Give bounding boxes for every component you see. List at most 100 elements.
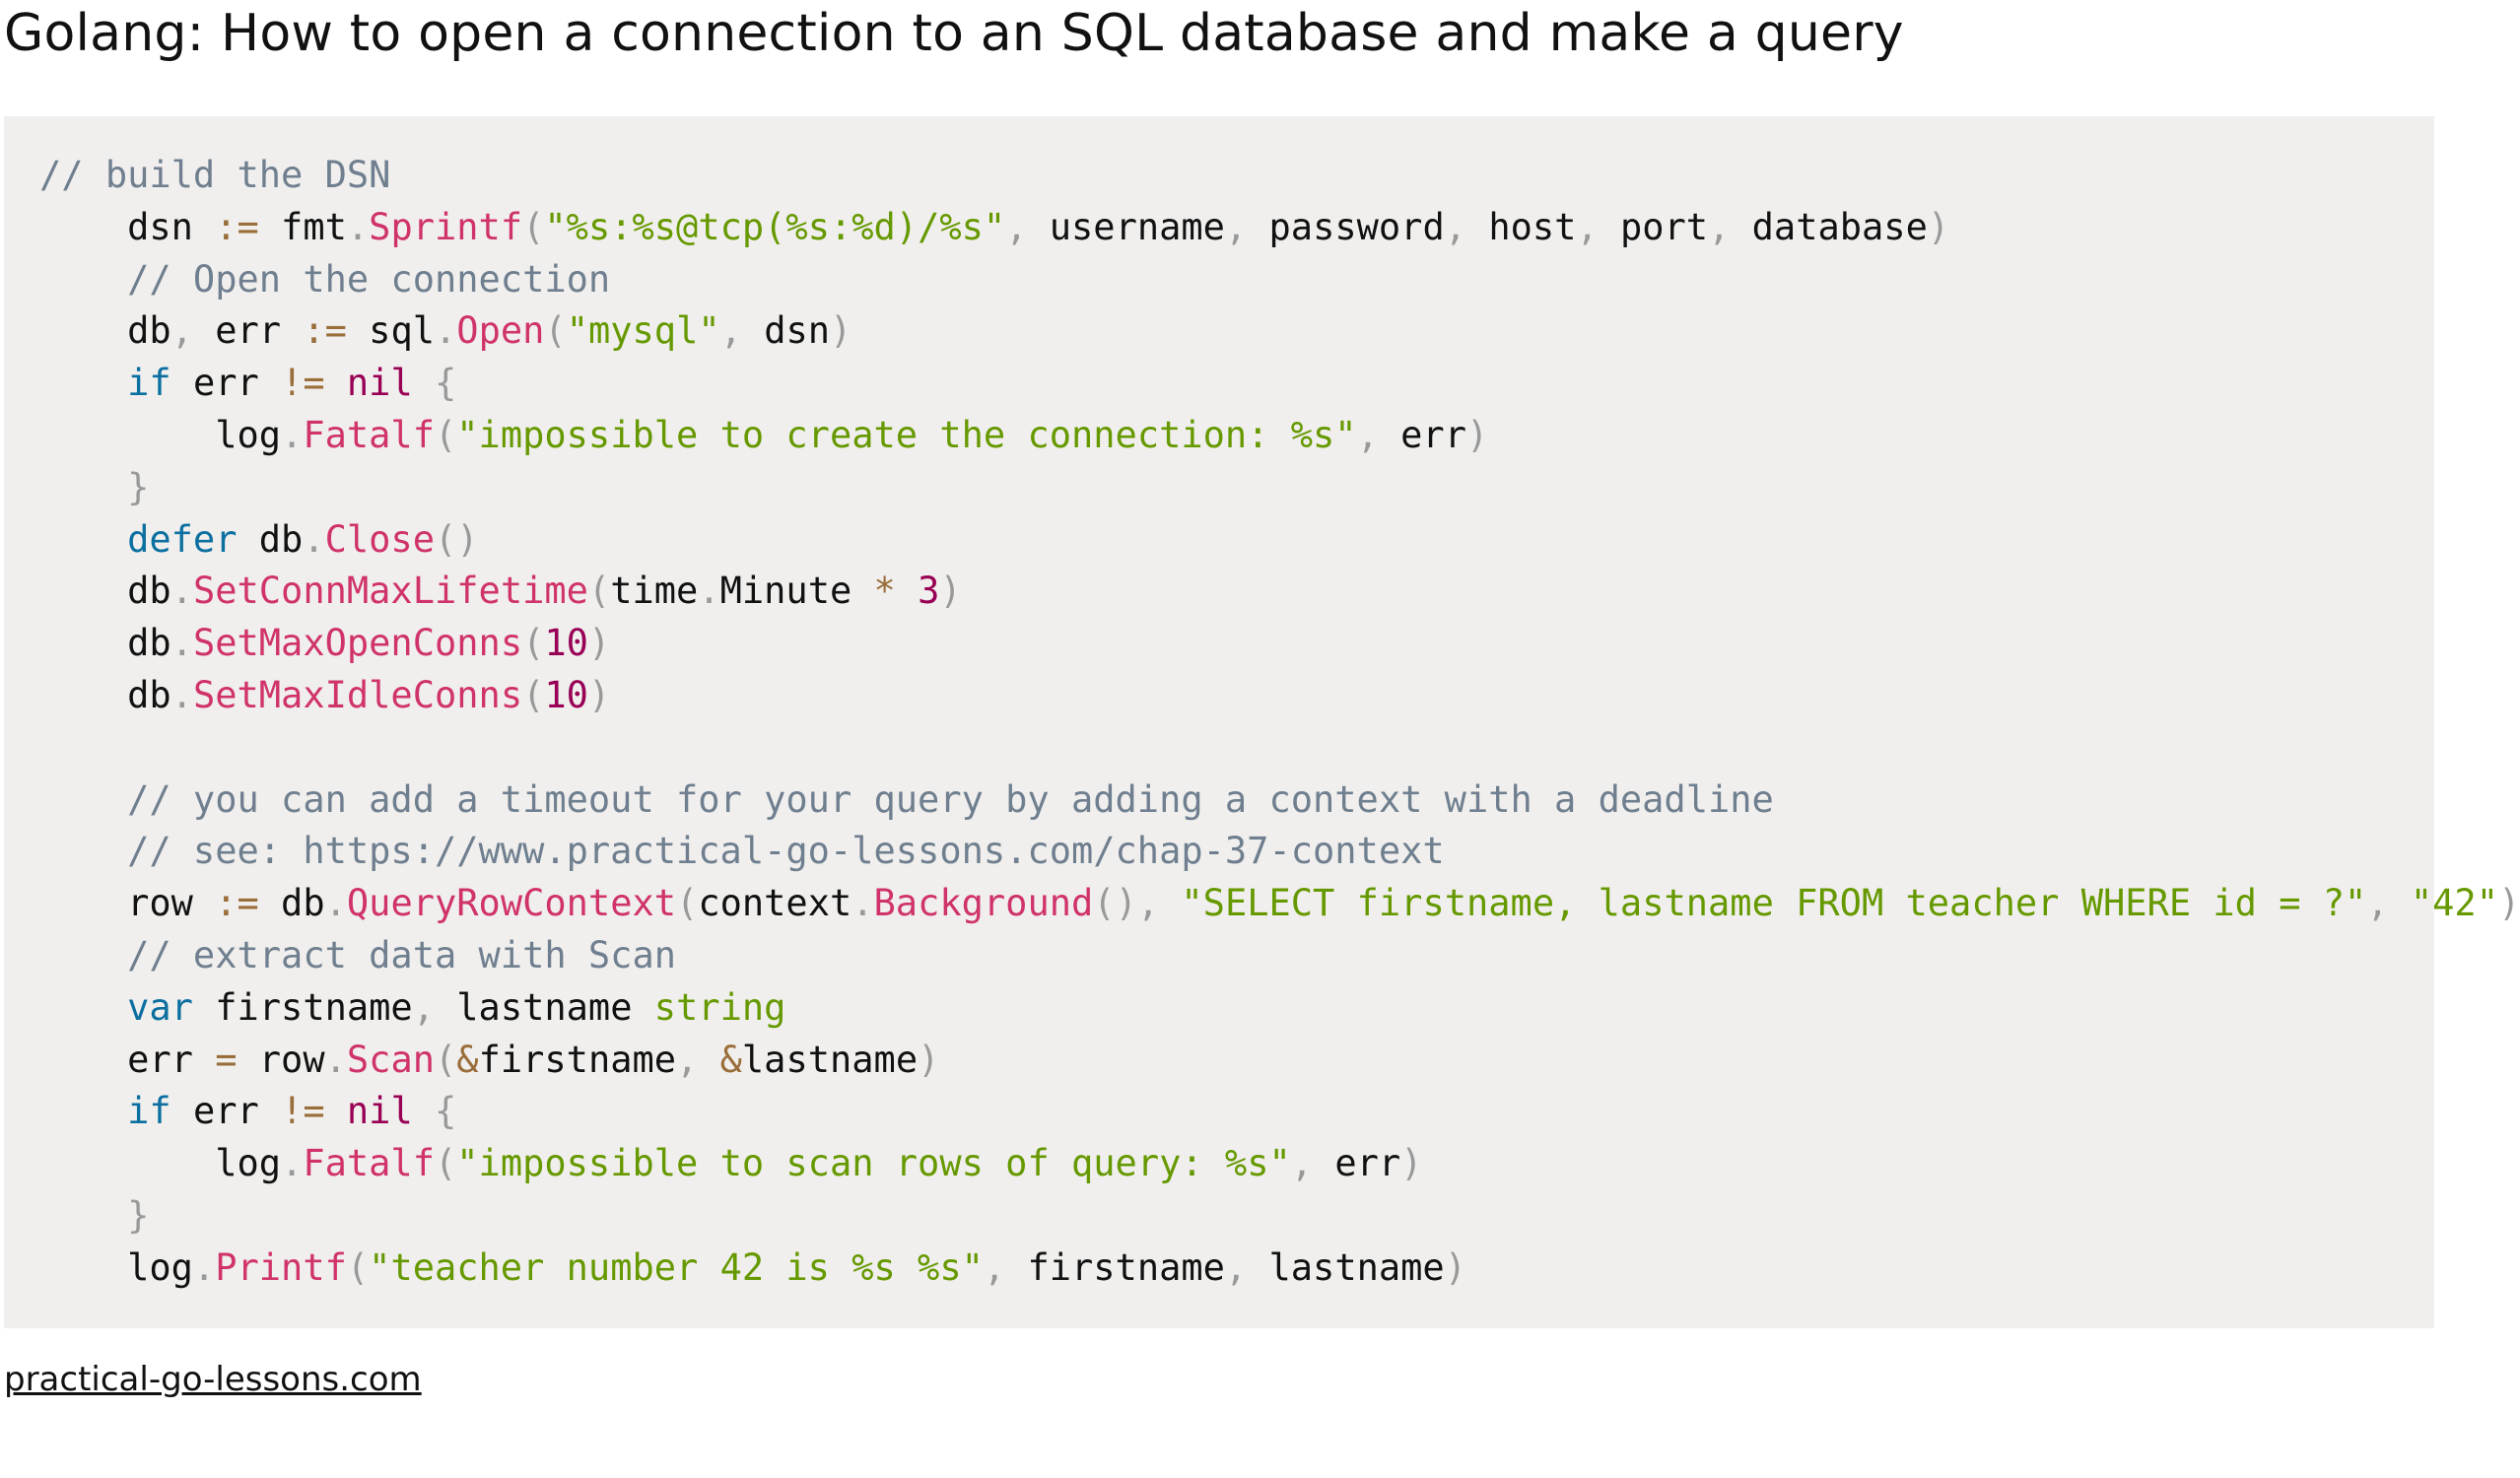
code-token: , [1005, 205, 1050, 248]
code-token: { [435, 1090, 457, 1133]
code-indent [39, 622, 127, 664]
code-token [896, 570, 918, 612]
code-token: ( [346, 1245, 370, 1289]
code-token: err [1400, 413, 1466, 456]
code-token: ) [1400, 1142, 1423, 1185]
code-token: host [1488, 205, 1577, 248]
code-token: dsn [127, 205, 193, 248]
code-token: , [1708, 205, 1752, 248]
code-token: "mysql" [566, 309, 720, 353]
code-token: () [435, 517, 479, 561]
code-token: row [127, 882, 216, 925]
code-token: ( [676, 882, 699, 925]
code-token: . [281, 1142, 304, 1185]
code-indent [39, 934, 127, 976]
code-indent [39, 362, 127, 404]
code-line: err = row.Scan(&firstname, &lastname) [39, 1035, 2520, 1087]
code-token: "42" [2410, 882, 2498, 925]
code-token: != [281, 1090, 325, 1133]
code-indent [39, 466, 127, 508]
code-line: if err != nil { [39, 358, 2520, 410]
code-line: // Open the connection [39, 254, 2520, 306]
code-token: defer [127, 517, 238, 561]
code-token: , [1444, 205, 1489, 248]
code-token: row [237, 1038, 325, 1081]
code-token: , [1224, 1245, 1269, 1289]
code-token [193, 206, 215, 248]
code-lines: // build the DSN dsn := fmt.Sprintf("%s:… [39, 150, 2520, 1295]
code-line: } [39, 1190, 2520, 1243]
code-token: , [170, 309, 216, 353]
code-token: // extract data with Scan [127, 933, 677, 976]
code-token: firstname [1027, 1245, 1225, 1289]
code-token: , [983, 1245, 1028, 1289]
code-token: log [215, 1142, 282, 1185]
code-token: , [1290, 1142, 1335, 1185]
code-token: log [127, 1245, 193, 1289]
code-token: := [215, 882, 259, 925]
code-indent [39, 1246, 127, 1289]
code-token: port [1619, 205, 1709, 248]
code-token: } [127, 465, 150, 508]
code-token: dsn [764, 309, 831, 353]
code-token: db [127, 309, 171, 353]
code-token: , [1224, 205, 1269, 248]
code-token: log [215, 413, 282, 456]
code-token: * [873, 570, 896, 613]
code-token: database [1751, 205, 1928, 248]
code-token: if [127, 362, 171, 405]
code-token: Open [456, 309, 545, 353]
code-token: if [127, 1090, 171, 1133]
code-token: // Open the connection [127, 257, 611, 301]
code-line: db, err := sql.Open("mysql", dsn) [39, 305, 2520, 358]
code-token: . [281, 413, 304, 456]
code-token: , [1576, 205, 1620, 248]
code-line: // see: https://www.practical-go-lessons… [39, 826, 2520, 878]
code-token: err [170, 362, 282, 405]
source-link[interactable]: practical-go-lessons.com [4, 1360, 422, 1399]
code-indent [39, 882, 127, 924]
code-token: } [127, 1193, 150, 1237]
code-token: Sprintf [369, 205, 523, 248]
code-token: . [303, 517, 325, 561]
code-token: , [2366, 882, 2411, 925]
code-token: Background [873, 882, 1094, 925]
code-token: 10 [544, 673, 588, 716]
code-token: & [456, 1038, 479, 1081]
code-token: . [324, 882, 347, 925]
code-line [39, 722, 2520, 774]
code-token: // build the DSN [39, 154, 391, 196]
code-line: if err != nil { [39, 1086, 2520, 1138]
code-token: "impossible to create the connection: %s… [456, 413, 1357, 456]
code-token: var [127, 985, 193, 1029]
code-token: ( [435, 1038, 457, 1081]
code-token: ) [830, 309, 852, 353]
code-line: defer db.Close() [39, 514, 2520, 567]
code-token: username [1049, 205, 1225, 248]
code-token: Printf [215, 1245, 347, 1289]
code-token: lastname [741, 1038, 919, 1081]
code-token: context [698, 882, 852, 925]
code-token: . [435, 309, 457, 353]
code-token: . [698, 570, 720, 613]
code-token: . [851, 882, 874, 925]
code-token: ( [434, 413, 457, 456]
code-indent [39, 309, 127, 352]
code-token: "impossible to scan rows of query: %s" [456, 1142, 1291, 1185]
code-token: Fatalf [303, 1142, 435, 1185]
code-token: SetConnMaxLifetime [192, 570, 588, 613]
code-line: } [39, 462, 2520, 514]
code-token: ( [434, 1142, 457, 1185]
code-indent [39, 1039, 127, 1081]
code-indent [39, 518, 127, 561]
code-token: password [1268, 205, 1445, 248]
code-line: db.SetMaxIdleConns(10) [39, 670, 2520, 722]
code-indent [39, 1090, 127, 1132]
code-token: nil [324, 1090, 436, 1133]
code-token: ) [1927, 205, 1950, 248]
code-line: var firstname, lastname string [39, 982, 2520, 1035]
code-indent [39, 258, 127, 301]
code-token: SetMaxOpenConns [192, 622, 523, 665]
code-token: db [127, 622, 171, 665]
code-token: . [170, 570, 193, 613]
